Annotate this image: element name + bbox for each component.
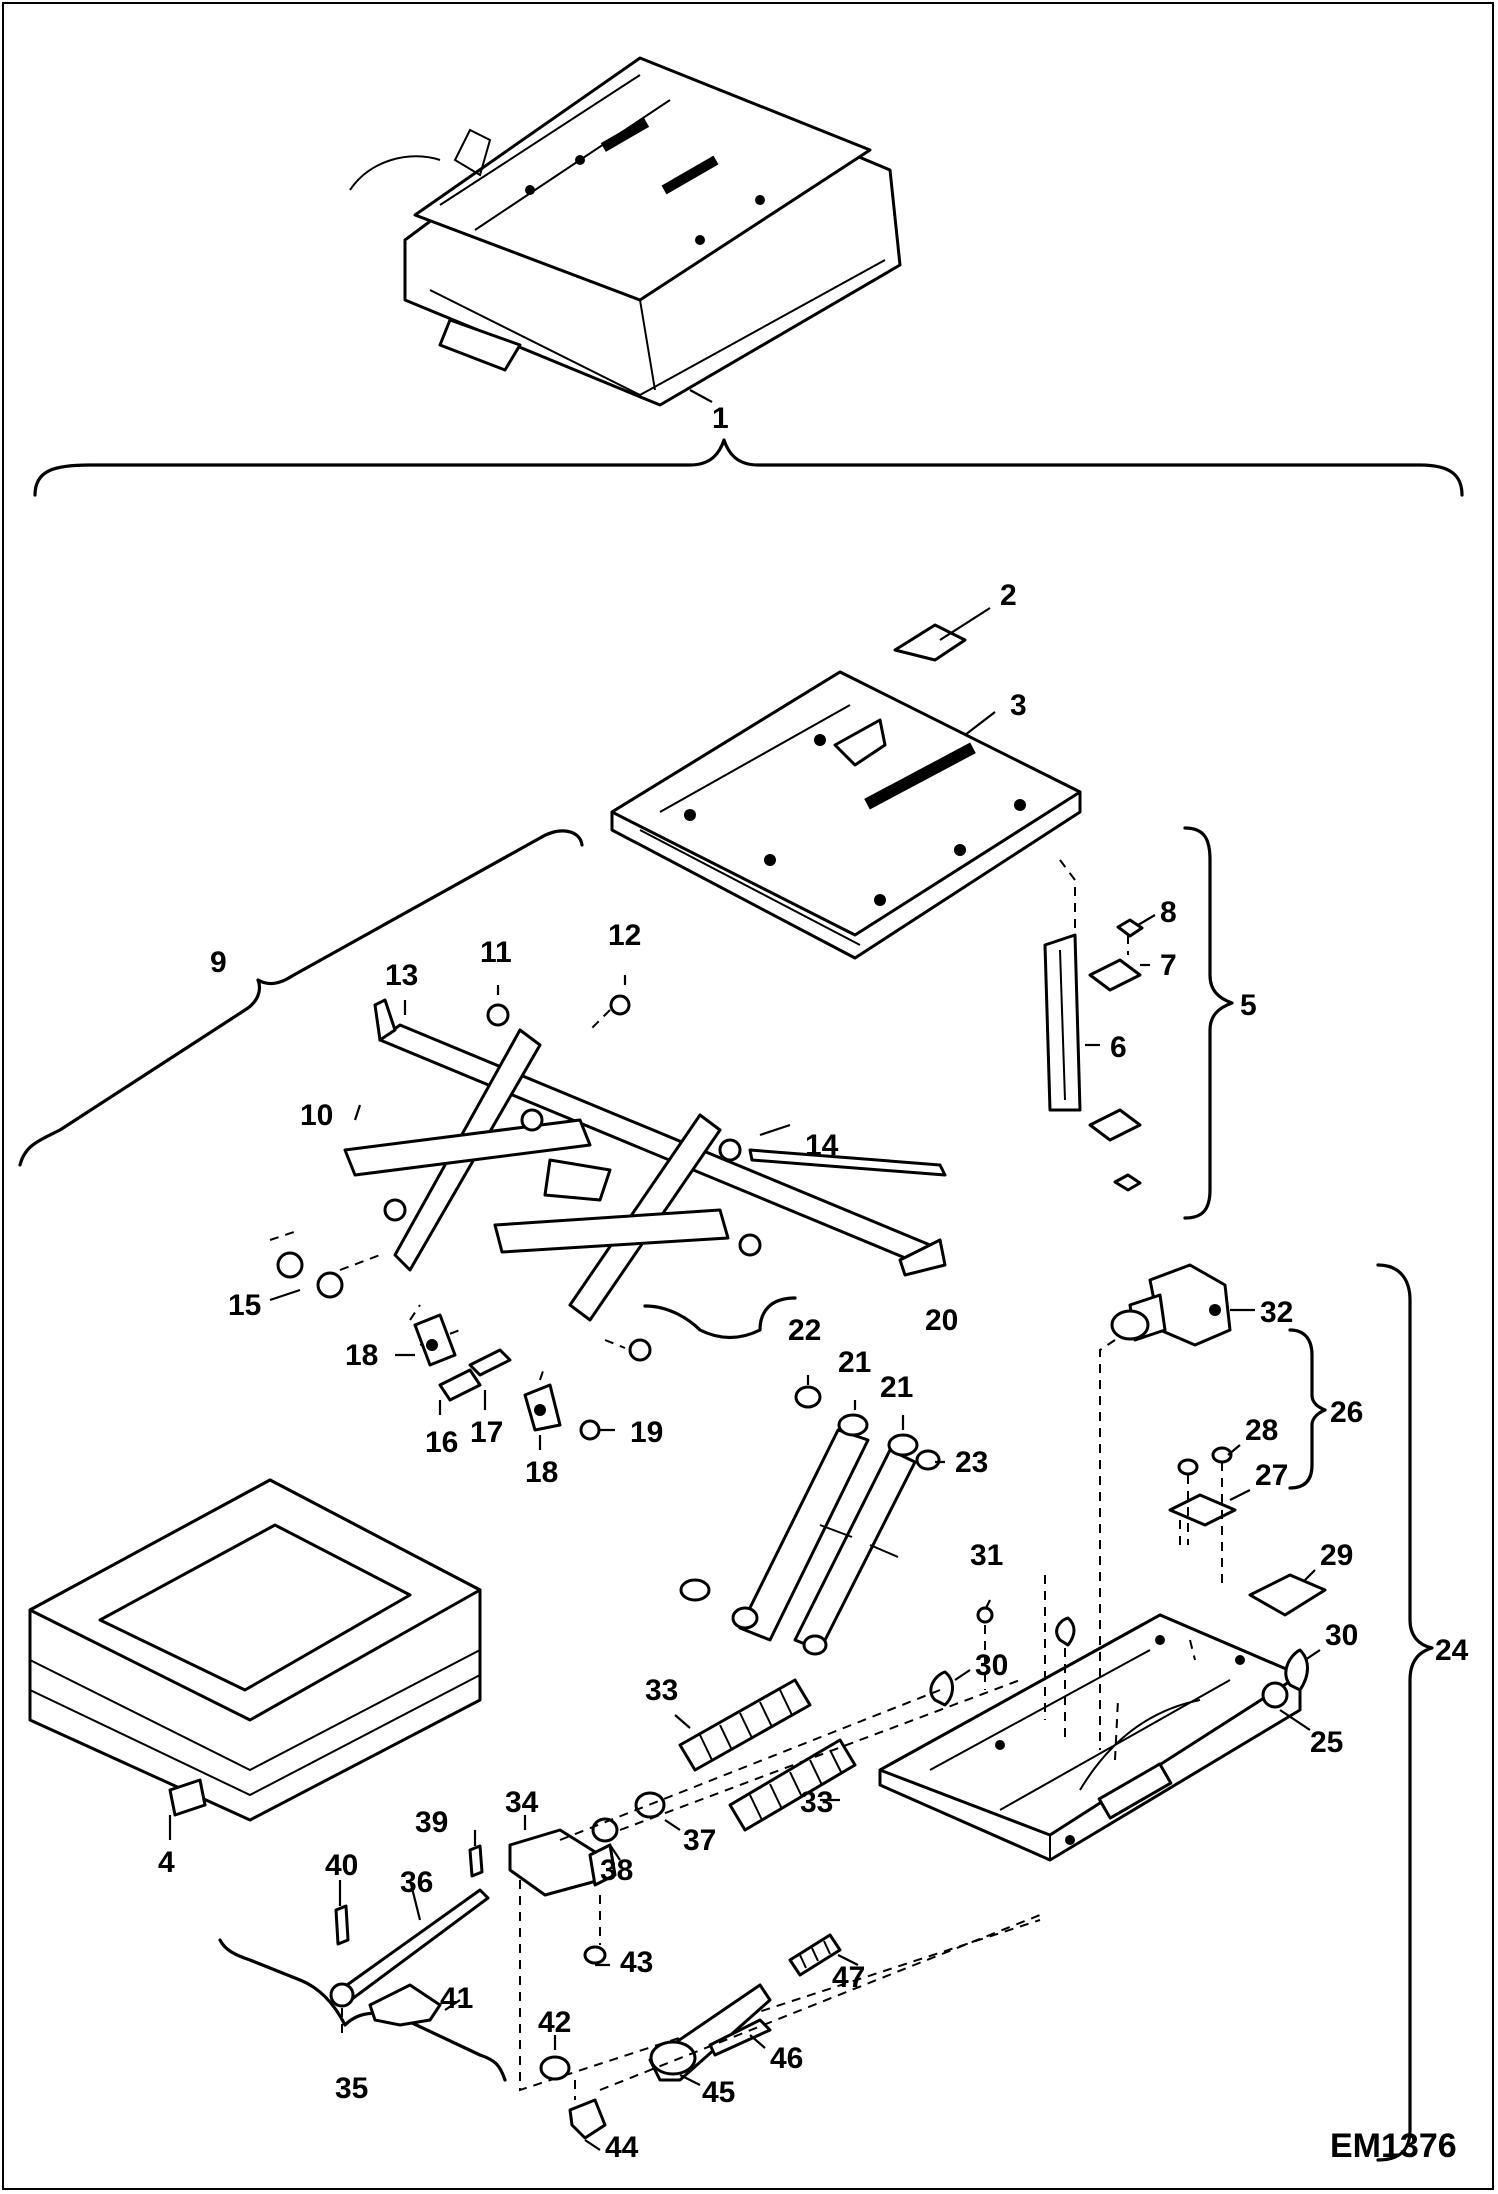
base-brace <box>1376 1263 1434 2162</box>
callout-9: 9 <box>210 946 227 979</box>
bracket-clips-illustration <box>413 1313 601 1441</box>
callout-17: 17 <box>470 1416 503 1449</box>
callout-40: 40 <box>325 1849 358 1882</box>
callout-13: 13 <box>385 959 418 992</box>
callout-2: 2 <box>1000 579 1017 612</box>
callout-labels: 1 2 3 4 5 6 7 8 9 10 11 12 13 14 15 16 1… <box>158 402 1469 2165</box>
callout-22: 22 <box>788 1314 821 1347</box>
callout-45: 45 <box>702 2076 735 2109</box>
slide-bracket-illustration <box>1043 918 1144 1192</box>
linkage-brace <box>218 1938 507 2082</box>
callout-11: 11 <box>480 936 512 969</box>
callout-38: 38 <box>600 1854 633 1887</box>
callout-21b: 21 <box>880 1371 913 1404</box>
callout-28: 28 <box>1245 1414 1278 1447</box>
callout-20: 20 <box>925 1304 958 1337</box>
callout-33a: 33 <box>645 1674 678 1707</box>
callout-16: 16 <box>425 1426 458 1459</box>
callout-26: 26 <box>1330 1396 1363 1429</box>
handle-illustration <box>539 1933 842 2140</box>
figure-code: EM1376 <box>1330 2127 1457 2165</box>
adjuster-illustration <box>1110 1263 1232 1347</box>
callout-39: 39 <box>415 1806 448 1839</box>
base-frame-illustration <box>878 1613 1302 1862</box>
callout-25: 25 <box>1310 1726 1343 1759</box>
callout-24: 24 <box>1435 1634 1469 1667</box>
callout-36: 36 <box>400 1866 433 1899</box>
callout-27: 27 <box>1255 1459 1288 1492</box>
callout-18b: 18 <box>525 1456 558 1489</box>
callout-15: 15 <box>228 1289 261 1322</box>
callout-6: 6 <box>1110 1031 1127 1064</box>
callout-44: 44 <box>605 2131 639 2164</box>
springs-illustration <box>678 1678 857 1832</box>
callout-19: 19 <box>630 1416 663 1449</box>
callout-43: 43 <box>620 1946 653 1979</box>
callout-5: 5 <box>1240 989 1257 1022</box>
pad-illustration <box>1248 1573 1327 1617</box>
callout-33b: 33 <box>800 1786 833 1819</box>
adjuster-brace <box>1288 1328 1327 1490</box>
callout-4: 4 <box>158 1846 175 1879</box>
shock-brace <box>643 1296 797 1340</box>
callout-47: 47 <box>832 1961 865 1994</box>
callout-32: 32 <box>1260 1296 1293 1329</box>
seat-plate-illustration <box>610 623 1082 960</box>
callout-23: 23 <box>955 1446 988 1479</box>
callout-34: 34 <box>505 1786 539 1819</box>
callout-37: 37 <box>683 1824 716 1857</box>
callout-7: 7 <box>1160 949 1177 982</box>
callout-31: 31 <box>970 1539 1003 1572</box>
bracket-brace <box>1183 826 1234 1220</box>
mount-plate-illustration <box>1168 1446 1237 1527</box>
cushion-illustration <box>28 1478 482 1822</box>
assembly-brace <box>33 438 1464 497</box>
latch-illustration <box>508 1791 666 1965</box>
scissor-linkage-illustration <box>276 994 947 1362</box>
callout-18a: 18 <box>345 1339 378 1372</box>
callout-3: 3 <box>1010 689 1027 722</box>
callout-30a: 30 <box>975 1649 1008 1682</box>
callout-46: 46 <box>770 2042 803 2075</box>
callout-41: 41 <box>440 1982 473 2015</box>
callout-8: 8 <box>1160 896 1177 929</box>
callout-29: 29 <box>1320 1539 1353 1572</box>
callout-42: 42 <box>538 2006 571 2039</box>
callout-30b: 30 <box>1325 1619 1358 1652</box>
callout-35: 35 <box>335 2072 368 2105</box>
scissor-brace <box>18 829 584 1167</box>
callout-1: 1 <box>712 402 729 435</box>
callout-21a: 21 <box>838 1346 871 1379</box>
linkage-rod-illustration <box>329 1844 490 2027</box>
seat-assembly-illustration <box>349 56 902 407</box>
callout-10: 10 <box>300 1099 333 1132</box>
callout-14: 14 <box>805 1129 839 1162</box>
shock-absorbers-illustration <box>679 1385 941 1656</box>
callout-12: 12 <box>608 919 641 952</box>
